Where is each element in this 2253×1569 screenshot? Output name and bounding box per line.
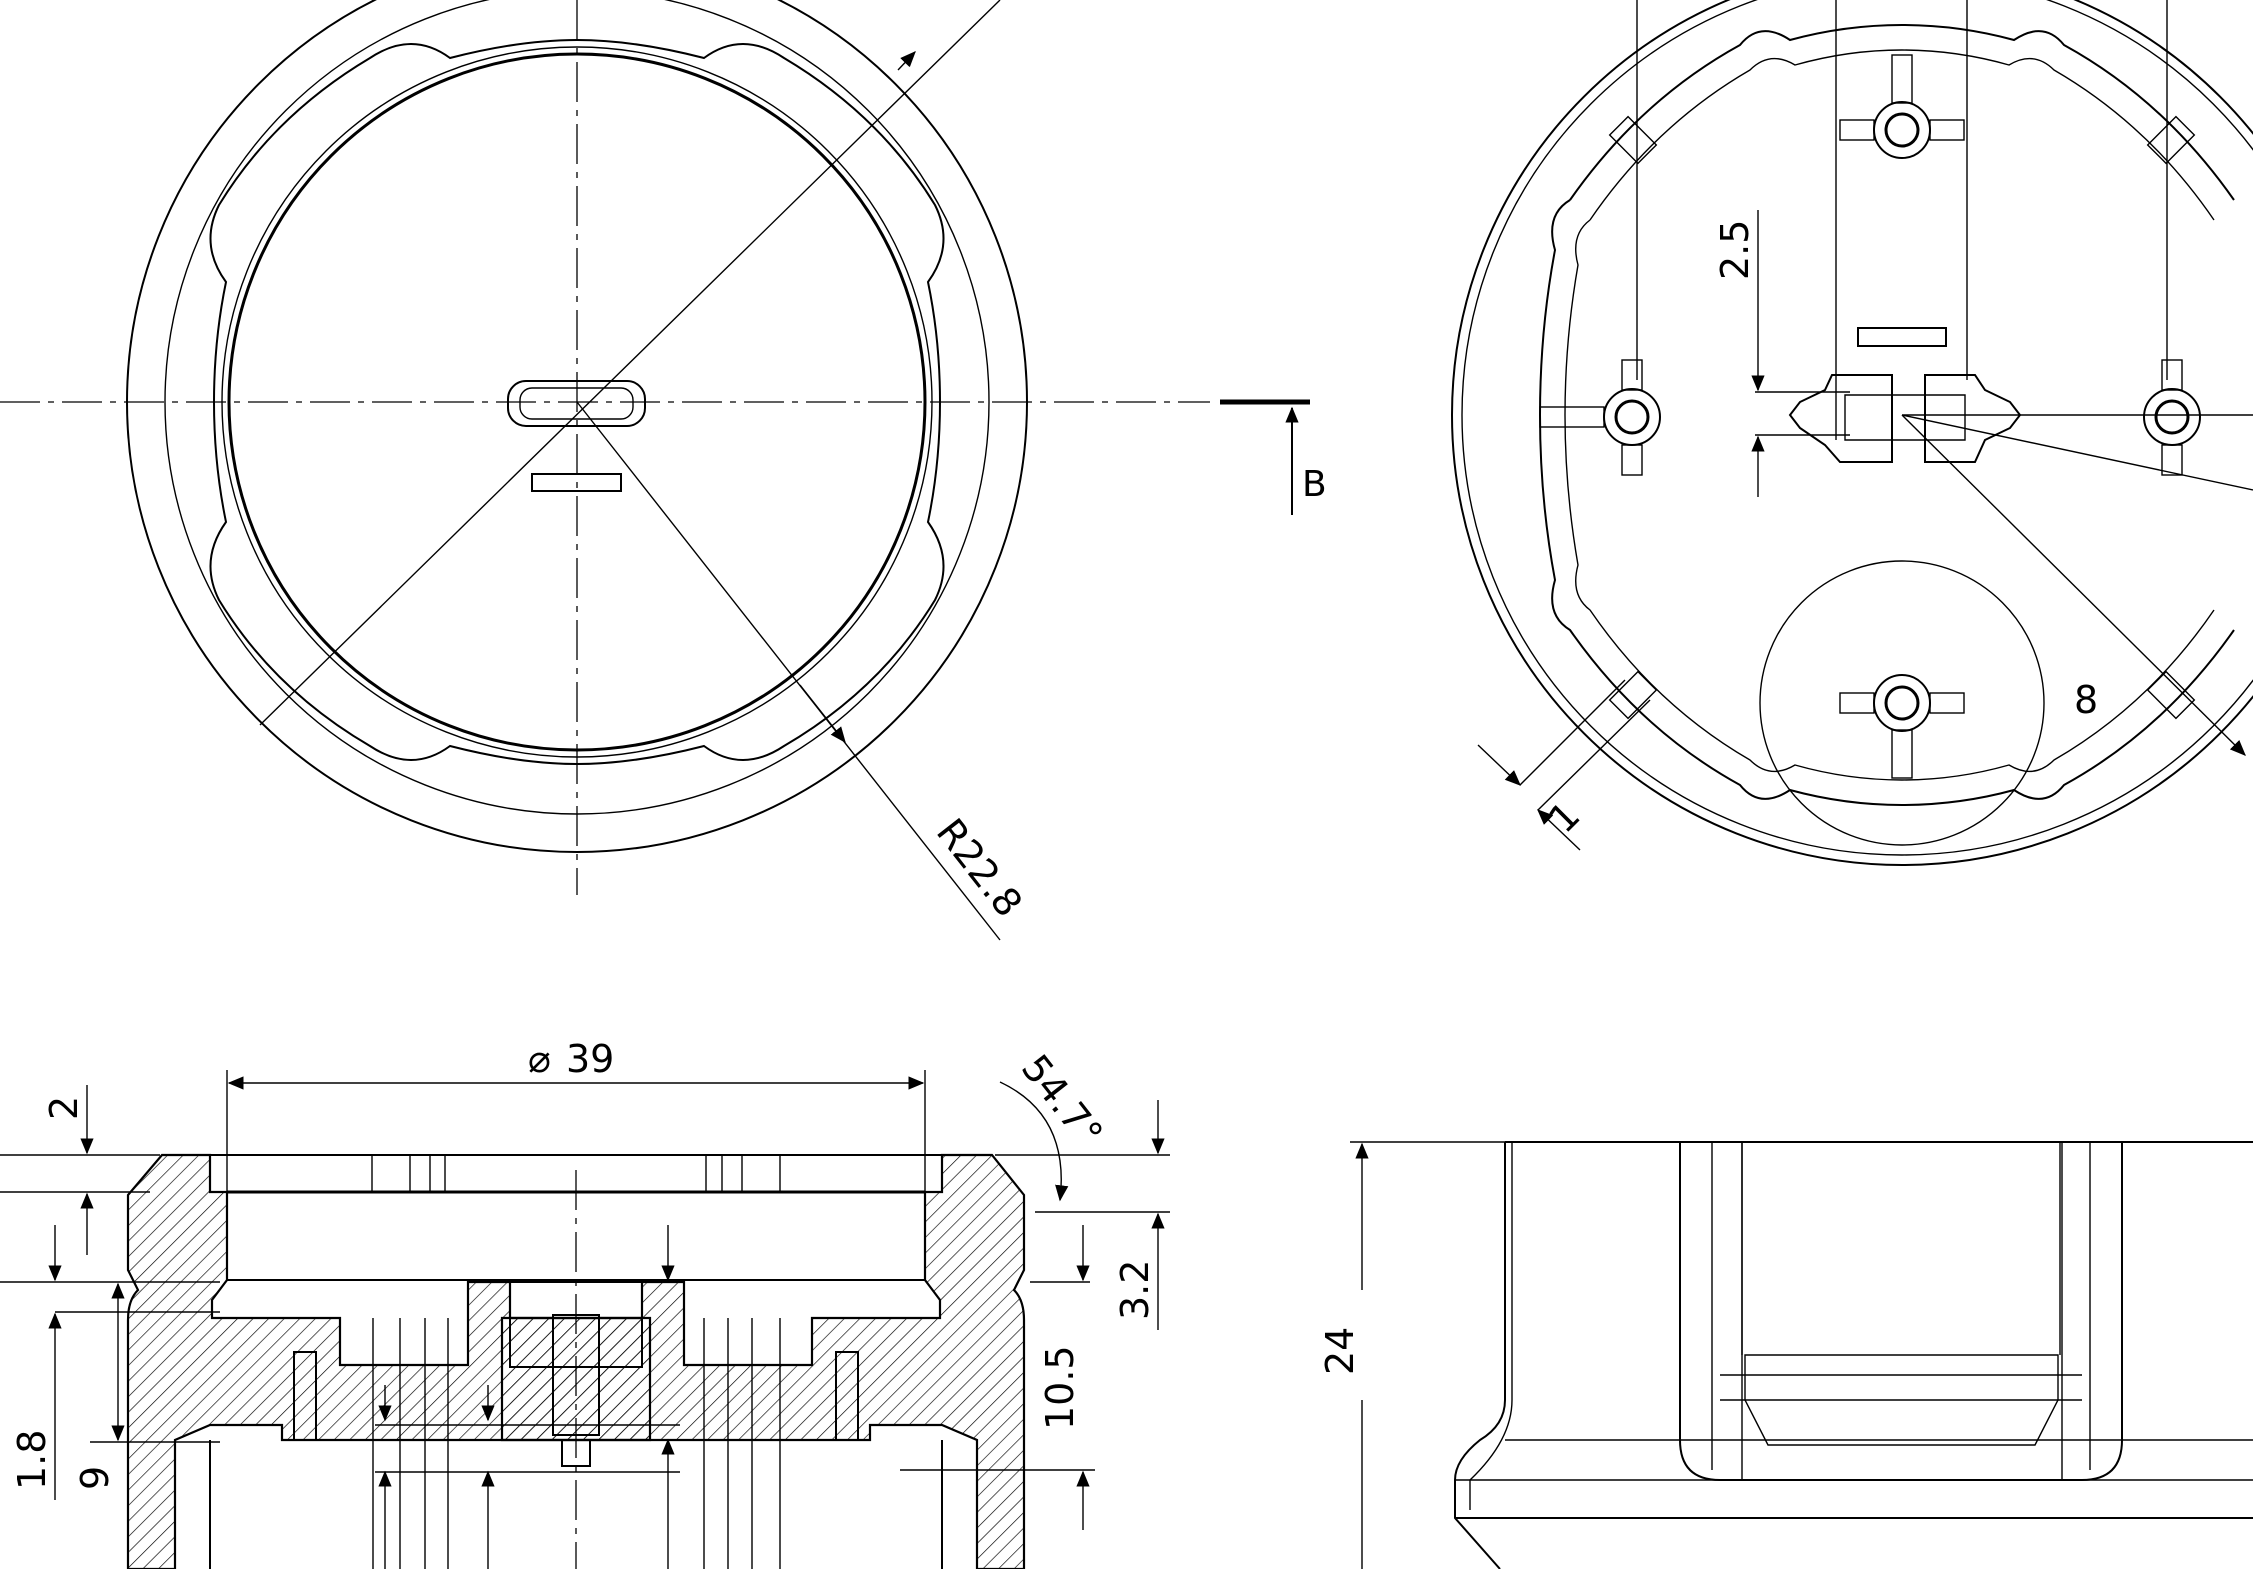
window-outer bbox=[1679, 1142, 2123, 1481]
diameter-arrow bbox=[897, 51, 916, 71]
dim-10-5-label: 10.5 bbox=[1038, 1345, 1082, 1430]
bottom-outer-circle-2 bbox=[1461, 0, 2253, 856]
lobed-contour bbox=[209, 38, 945, 766]
bottom-outer-circle bbox=[1451, 0, 2253, 866]
ext-1-a bbox=[1519, 679, 1626, 786]
boss-top bbox=[1839, 54, 1965, 159]
dim-3-2-label: 3.2 bbox=[1113, 1260, 1157, 1320]
side-view: 24 bbox=[1318, 1141, 2253, 1569]
leader-8-a bbox=[1901, 414, 2253, 491]
rib-se bbox=[2146, 670, 2196, 720]
section-view: ⌀ 39 54.7° 2 1.8 9 3.2 10.5 bbox=[0, 1037, 1170, 1569]
ext-1-b bbox=[1537, 699, 1651, 811]
side-profile bbox=[1454, 1141, 2253, 1569]
bottom-view: 2.5 8 1 bbox=[1451, 0, 2253, 866]
leader-8-b bbox=[1901, 414, 2246, 756]
dim-1-arrow-b bbox=[1537, 809, 1581, 851]
side-profile-inner bbox=[1469, 1142, 1513, 1510]
dim-8-label: 8 bbox=[2074, 678, 2098, 722]
dia-label: 39 bbox=[566, 1037, 614, 1081]
angle-label: 54.7° bbox=[1013, 1046, 1111, 1155]
dia-symbol: ⌀ bbox=[528, 1037, 551, 1081]
bottom-inner-wall bbox=[1564, 49, 2215, 781]
left-boss bbox=[293, 1351, 317, 1441]
dim-1-arrow-a bbox=[1477, 744, 1521, 786]
top-view: R22.8 B bbox=[0, 0, 1327, 941]
dim-2-label: 2 bbox=[42, 1096, 86, 1120]
detail-circle bbox=[1759, 560, 2045, 846]
dim-9-label: 9 bbox=[73, 1466, 117, 1490]
bottom-marking-rect bbox=[1857, 327, 1947, 347]
center-slot-left bbox=[1788, 374, 1893, 463]
slot-inner-outline bbox=[1844, 394, 1966, 441]
boss-left bbox=[1539, 359, 1661, 476]
radius-leader-line bbox=[576, 401, 1001, 941]
right-boss bbox=[835, 1351, 859, 1441]
bottom-lobed-wall bbox=[1538, 23, 2235, 807]
dim-24-label: 24 bbox=[1318, 1327, 1362, 1375]
boss-bottom bbox=[1839, 674, 1965, 779]
diagonal-construction-line bbox=[259, 0, 1001, 726]
section-hatch-right bbox=[500, 1153, 1026, 1569]
section-b-label: B bbox=[1302, 464, 1327, 505]
angle-arc bbox=[999, 1081, 1069, 1202]
center-slot-right bbox=[1924, 374, 2022, 463]
boss-right bbox=[2143, 359, 2201, 476]
rib-ne bbox=[2146, 115, 2196, 165]
radius-arrow bbox=[799, 684, 846, 744]
dim-1-8-label: 1.8 bbox=[10, 1430, 54, 1490]
rib-nw bbox=[1608, 115, 1658, 165]
rib-sw bbox=[1608, 670, 1658, 720]
dim-2-5-label: 2.5 bbox=[1713, 220, 1757, 280]
